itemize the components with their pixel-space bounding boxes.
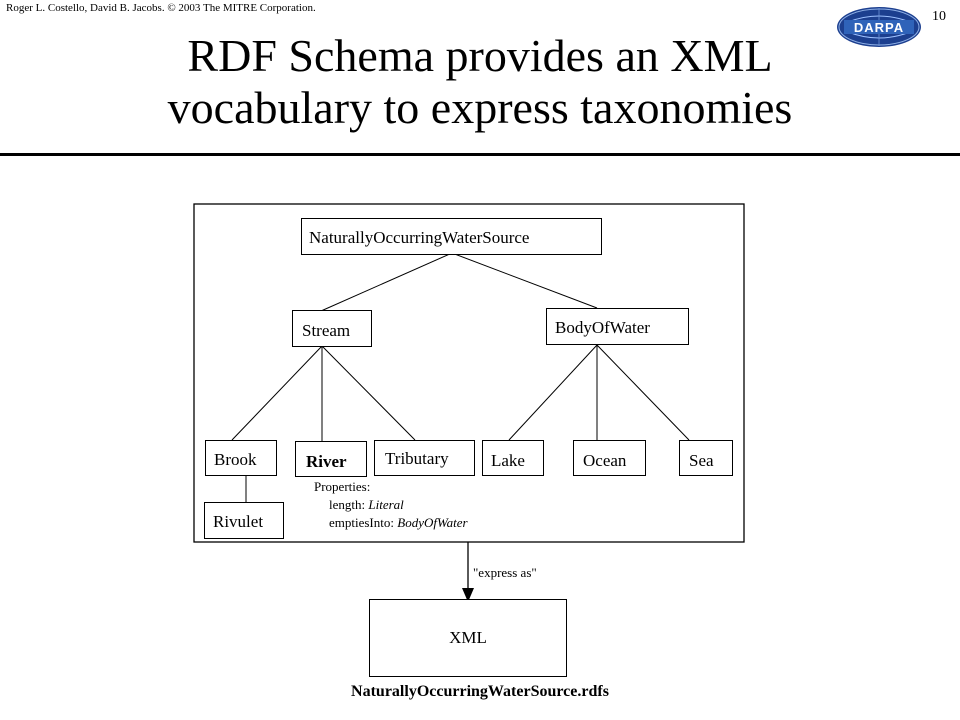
property-type: BodyOfWater <box>397 515 468 530</box>
edge-stream-brook <box>231 345 323 441</box>
node-sea: Sea <box>679 440 733 476</box>
slide-title: RDF Schema provides an XML vocabulary to… <box>0 30 960 134</box>
darpa-logo: DARPA <box>837 7 921 47</box>
xml-box: XML <box>369 599 567 677</box>
edge-bodyofwater-sea <box>596 344 690 441</box>
node-label: NaturallyOccurringWaterSource <box>309 228 530 247</box>
node-brook: Brook <box>205 440 277 476</box>
edge-root-stream <box>320 252 453 312</box>
title-line-2: vocabulary to express taxonomies <box>167 82 793 133</box>
title-rule <box>0 153 960 156</box>
node-label: BodyOfWater <box>555 318 650 337</box>
node-stream: Stream <box>292 310 372 347</box>
property-name: emptiesInto: <box>329 515 398 530</box>
river-properties: Properties: length: Literal emptiesInto:… <box>314 478 468 532</box>
node-label: Rivulet <box>213 512 264 531</box>
author-credit: Roger L. Costello, David B. Jacobs. © 20… <box>6 2 316 14</box>
slide-number: 10 <box>932 9 946 24</box>
taxonomy-frame <box>193 203 745 543</box>
property-emptiesinto: emptiesInto: BodyOfWater <box>314 514 468 532</box>
property-name: length: <box>329 497 369 512</box>
title-line-1: RDF Schema provides an XML <box>187 30 773 81</box>
node-ocean: Ocean <box>573 440 646 476</box>
edge-root-bodyofwater <box>451 252 598 309</box>
svg-text:DARPA: DARPA <box>854 20 904 35</box>
property-type: Literal <box>368 497 404 512</box>
node-label: Sea <box>689 451 714 470</box>
node-label: Tributary <box>385 449 449 468</box>
edge-bodyofwater-lake <box>508 344 598 441</box>
node-label: Lake <box>491 451 525 470</box>
xml-box-label: XML <box>449 628 487 647</box>
rdfs-filename: NaturallyOccurringWaterSource.rdfs <box>351 683 609 700</box>
node-tributary: Tributary <box>374 440 475 476</box>
edge-stream-tributary <box>321 345 416 441</box>
node-river: River <box>295 441 367 477</box>
node-rivulet: Rivulet <box>204 502 284 539</box>
node-label: Stream <box>302 321 351 340</box>
node-bodyofwater: BodyOfWater <box>546 308 689 345</box>
express-arrow-head <box>462 588 474 602</box>
property-length: length: Literal <box>314 496 468 514</box>
express-as-label: "express as" <box>473 565 537 580</box>
node-label: River <box>306 452 347 471</box>
node-naturallyoccurringwatersource: NaturallyOccurringWaterSource <box>301 218 602 255</box>
properties-heading: Properties: <box>314 479 371 494</box>
node-label: Brook <box>214 450 257 469</box>
node-lake: Lake <box>482 440 544 476</box>
node-label: Ocean <box>583 451 627 470</box>
